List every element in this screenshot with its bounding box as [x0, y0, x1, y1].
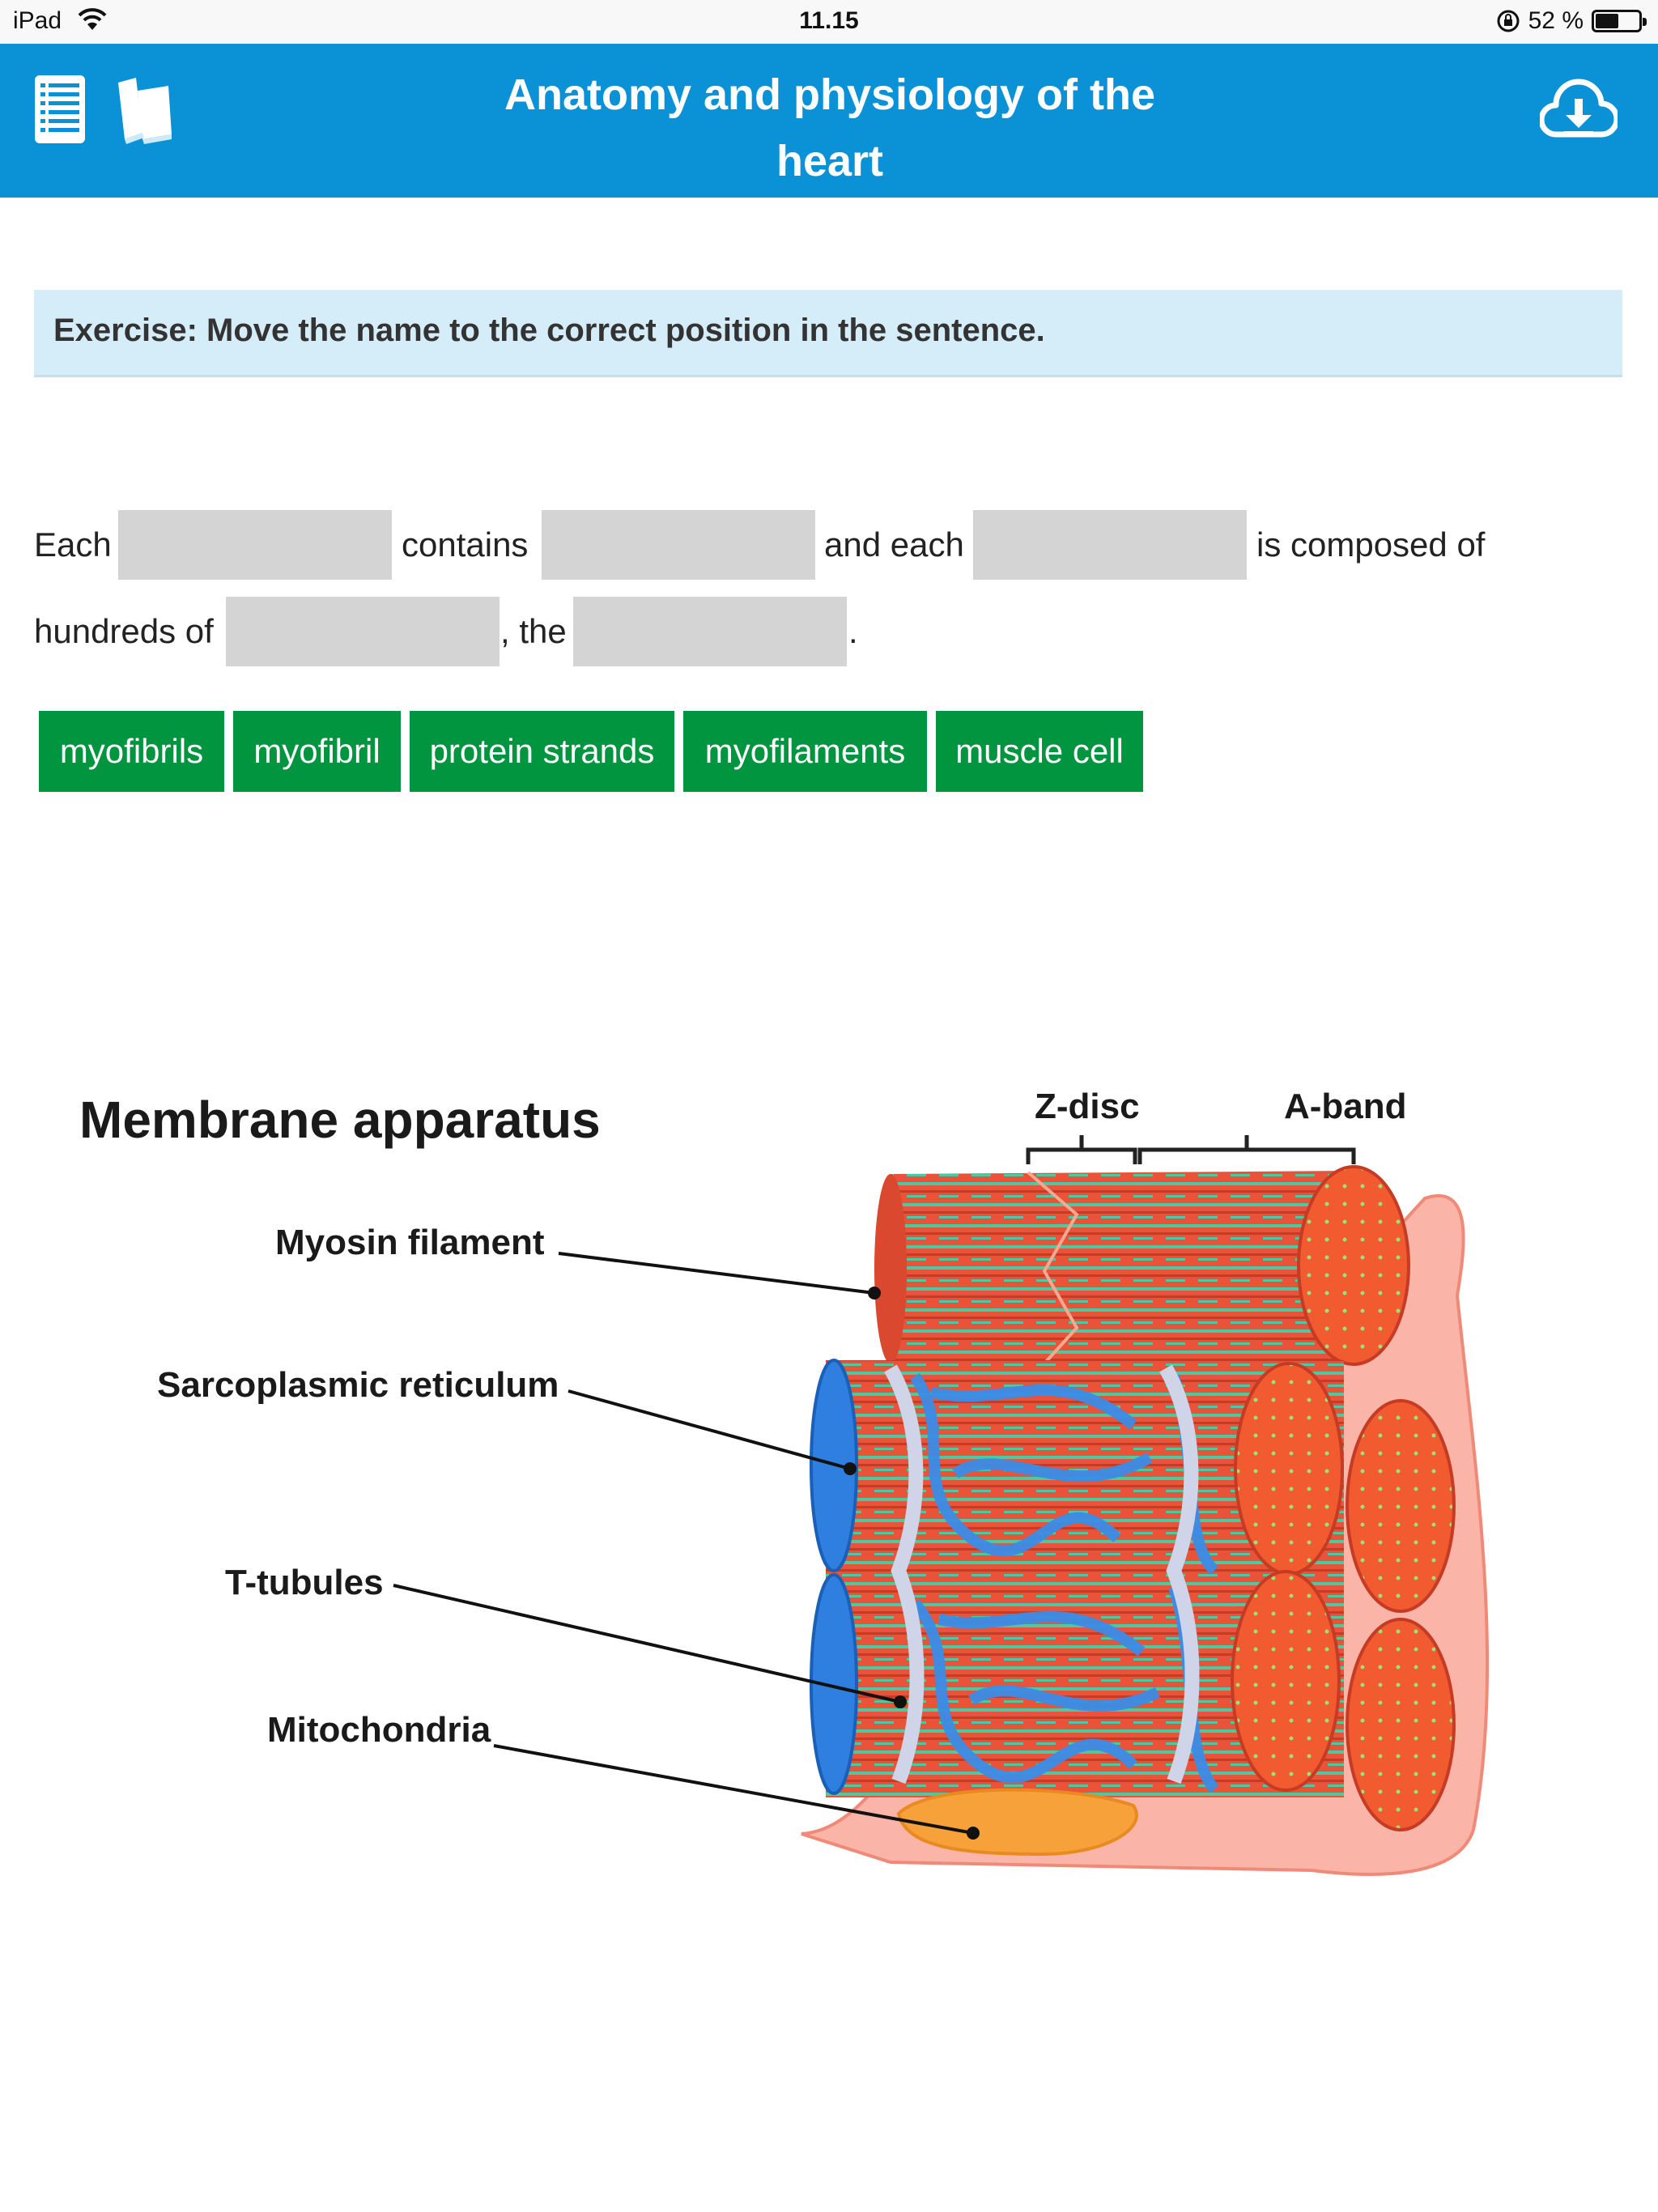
sentence-part: hundreds of: [34, 612, 214, 650]
sentence-part: and each: [824, 525, 964, 564]
battery-percent: 52 %: [1528, 7, 1584, 34]
muscle-illustration: [393, 1135, 1490, 1876]
sentence-part: Each: [34, 525, 112, 564]
label-myosin-filament: Myosin filament: [275, 1223, 545, 1262]
drop-slot-2[interactable]: [542, 510, 815, 580]
word-chip[interactable]: muscle cell: [936, 711, 1143, 792]
word-chip[interactable]: myofilaments: [683, 711, 927, 792]
figure-title: Membrane apparatus: [79, 1091, 601, 1149]
exercise-banner: Exercise: Move the name to the correct p…: [34, 290, 1622, 377]
app-header: Anatomy and physiology of the heart: [0, 44, 1658, 198]
label-mitochondria: Mitochondria: [267, 1710, 491, 1750]
sentence-part: contains: [402, 525, 529, 564]
list-icon[interactable]: [32, 73, 87, 146]
label-t-tubules: T-tubules: [225, 1563, 384, 1602]
muscle-diagram: Membrane apparatus Myosin filament Sarco…: [0, 1053, 1658, 1943]
label-z-disc: Z-disc: [1035, 1087, 1140, 1126]
sentence-part: .: [848, 612, 858, 650]
battery-icon: [1592, 10, 1647, 32]
drop-slot-3[interactable]: [973, 510, 1247, 580]
rotation-lock-icon: [1497, 10, 1520, 32]
wifi-icon: [78, 8, 107, 30]
page-title: Anatomy and physiology of the heart: [504, 70, 1156, 185]
label-sarcoplasmic-reticulum: Sarcoplasmic reticulum: [157, 1365, 559, 1405]
exercise-instruction: Exercise: Move the name to the correct p…: [53, 313, 1045, 348]
drop-slot-1[interactable]: [118, 510, 392, 580]
word-chip[interactable]: myofibrils: [39, 711, 224, 792]
label-a-band: A-band: [1284, 1087, 1407, 1126]
sentence-part: , the: [500, 612, 567, 650]
drop-slot-5[interactable]: [573, 597, 847, 666]
books-icon[interactable]: [113, 76, 175, 144]
status-bar: iPad 11.15 52 %: [0, 0, 1658, 44]
word-chip[interactable]: myofibril: [233, 711, 401, 792]
sentence-part: is composed of: [1256, 525, 1486, 564]
word-chip[interactable]: protein strands: [410, 711, 674, 792]
device-name: iPad: [13, 7, 62, 34]
drop-slot-4[interactable]: [226, 597, 500, 666]
clock: 11.15: [799, 7, 859, 34]
download-cloud-icon[interactable]: [1540, 74, 1618, 147]
